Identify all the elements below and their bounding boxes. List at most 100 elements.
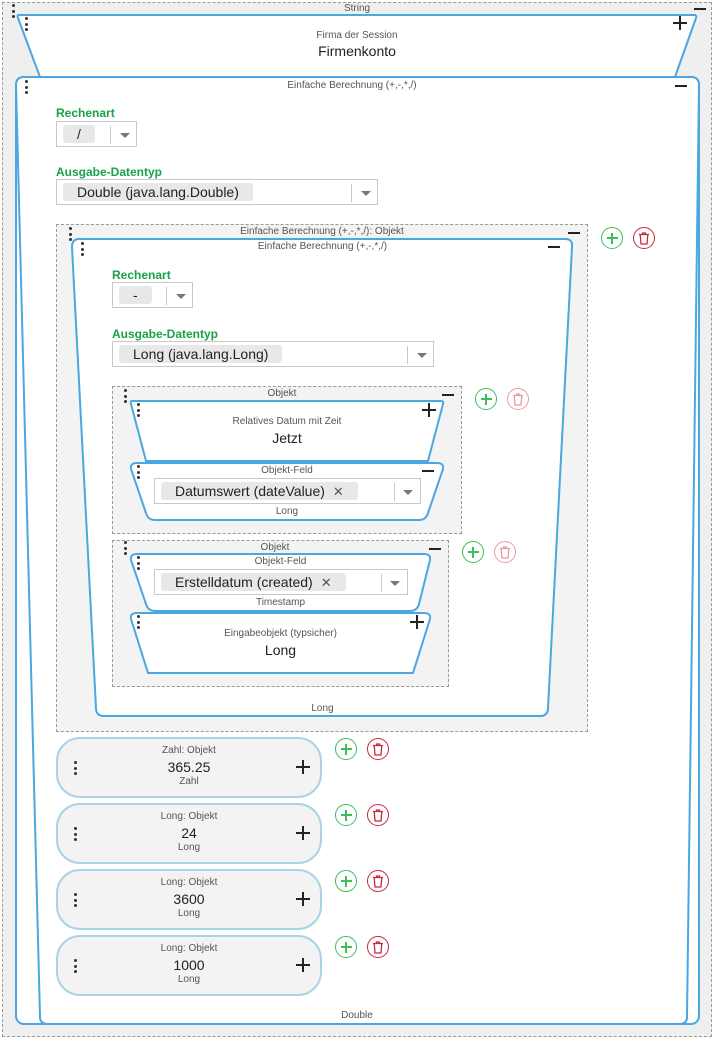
chevron-down-icon[interactable] <box>176 294 186 299</box>
delete-button[interactable] <box>367 870 389 892</box>
number-object-pill <box>56 737 322 798</box>
inner-datatype-value: Long (java.lang.Long) <box>119 345 283 363</box>
pill-type: Zahl <box>179 776 199 787</box>
inner-calc-label: Einfache Berechnung (+,-,*,/) <box>257 241 388 252</box>
add-circle-button[interactable] <box>335 738 357 760</box>
objekt-feld-2-type: Timestamp <box>255 597 306 608</box>
chevron-down-icon[interactable] <box>390 581 400 586</box>
calc-objekt-label: Einfache Berechnung (+,-,*,/): Objekt <box>240 226 404 237</box>
collapse-icon[interactable] <box>442 394 454 396</box>
drag-handle-icon[interactable] <box>136 403 140 417</box>
pill-type: Long <box>177 842 201 853</box>
objekt-feld-2-select[interactable]: Erstelldatum (created)✕ <box>154 569 408 595</box>
objekt-2-label: Objekt <box>260 542 290 553</box>
delete-button[interactable] <box>367 936 389 958</box>
chevron-down-icon[interactable] <box>403 490 413 495</box>
datatype-select[interactable]: Double (java.lang.Double) <box>56 179 378 205</box>
remove-icon[interactable]: ✕ <box>320 575 332 590</box>
number-object-pill <box>56 869 322 930</box>
trash-icon <box>373 874 383 888</box>
add-icon[interactable] <box>422 403 436 417</box>
add-icon[interactable] <box>673 16 687 30</box>
chevron-down-icon[interactable] <box>361 191 371 196</box>
add-circle-button[interactable] <box>335 804 357 826</box>
calc-label: Einfache Berechnung (+,-,*,/) <box>287 80 417 91</box>
remove-icon[interactable]: ✕ <box>332 484 344 499</box>
drag-handle-icon[interactable] <box>73 959 77 973</box>
inner-datatype-select[interactable]: Long (java.lang.Long) <box>112 341 434 367</box>
drag-handle-icon[interactable] <box>24 80 28 94</box>
collapse-icon[interactable] <box>422 470 434 472</box>
datatype-value: Double (java.lang.Double) <box>63 183 253 201</box>
pill-caption: Long: Objekt <box>160 811 218 822</box>
objekt-feld-1-type: Long <box>275 506 299 517</box>
add-icon[interactable] <box>410 615 424 629</box>
rechenart-label: Rechenart <box>56 106 115 120</box>
pill-caption: Long: Objekt <box>160 943 218 954</box>
drag-handle-icon[interactable] <box>73 893 77 907</box>
add-circle-button[interactable] <box>475 388 497 410</box>
delete-button[interactable] <box>367 804 389 826</box>
objekt-feld-2-label: Objekt-Feld <box>254 556 307 567</box>
pill-type: Long <box>177 974 201 985</box>
drag-handle-icon[interactable] <box>80 242 84 256</box>
objekt-feld-2-value: Erstelldatum (created)✕ <box>161 573 346 591</box>
add-icon[interactable] <box>296 760 310 774</box>
rechenart-value: / <box>63 125 95 143</box>
inner-rechenart-select[interactable]: - <box>112 282 193 308</box>
drag-handle-icon[interactable] <box>136 556 140 570</box>
objekt-feld-1-label: Objekt-Feld <box>261 465 313 476</box>
relative-date-caption: Relatives Datum mit Zeit <box>232 416 342 427</box>
drag-handle-icon[interactable] <box>73 827 77 841</box>
objekt-1-label: Objekt <box>267 388 297 399</box>
session-value: Firmenkonto <box>318 43 396 59</box>
objekt-feld-1-value: Datumswert (dateValue)✕ <box>161 482 358 500</box>
chevron-down-icon[interactable] <box>417 353 427 358</box>
datatype-label: Ausgabe-Datentyp <box>56 165 163 179</box>
add-icon[interactable] <box>296 892 310 906</box>
rechenart-select[interactable]: / <box>56 121 137 147</box>
relative-date-value: Jetzt <box>272 430 302 446</box>
collapse-icon[interactable] <box>429 548 441 550</box>
drag-handle-icon[interactable] <box>136 465 140 479</box>
add-circle-button[interactable] <box>335 870 357 892</box>
string-label: String <box>343 3 371 14</box>
chevron-down-icon[interactable] <box>120 133 130 138</box>
delete-button[interactable] <box>494 541 516 563</box>
calc-footer: Double <box>341 1010 373 1021</box>
objekt-feld-1-select[interactable]: Datumswert (dateValue)✕ <box>154 478 421 504</box>
add-circle-button[interactable] <box>601 227 623 249</box>
session-caption: Firma der Session <box>316 30 398 41</box>
delete-button[interactable] <box>367 738 389 760</box>
drag-handle-icon[interactable] <box>123 541 127 555</box>
drag-handle-icon[interactable] <box>68 227 72 241</box>
delete-button[interactable] <box>633 227 655 249</box>
add-circle-button[interactable] <box>335 936 357 958</box>
pill-value: 365.25 <box>167 759 211 775</box>
collapse-icon[interactable] <box>694 8 706 10</box>
pill-value: 24 <box>181 825 197 841</box>
pill-value: 3600 <box>173 891 205 907</box>
relative-date-block <box>129 400 445 462</box>
drag-handle-icon[interactable] <box>73 761 77 775</box>
trash-icon <box>373 742 383 756</box>
collapse-icon[interactable] <box>548 246 560 248</box>
add-circle-button[interactable] <box>462 541 484 563</box>
collapse-icon[interactable] <box>568 232 580 234</box>
drag-handle-icon[interactable] <box>11 4 15 18</box>
inner-rechenart-label: Rechenart <box>112 268 171 282</box>
add-icon[interactable] <box>296 826 310 840</box>
inner-datatype-label: Ausgabe-Datentyp <box>112 327 219 341</box>
number-object-pill <box>56 935 322 996</box>
eingabeobjekt-caption: Eingabeobjekt (typsicher) <box>224 628 337 639</box>
number-object-pill <box>56 803 322 864</box>
drag-handle-icon[interactable] <box>24 17 28 31</box>
drag-handle-icon[interactable] <box>136 615 140 629</box>
eingabeobjekt-block <box>129 612 432 674</box>
collapse-icon[interactable] <box>675 85 687 87</box>
add-icon[interactable] <box>296 958 310 972</box>
inner-rechenart-value: - <box>119 286 152 304</box>
pill-caption: Zahl: Objekt <box>162 745 216 756</box>
drag-handle-icon[interactable] <box>123 389 127 403</box>
delete-button[interactable] <box>507 388 529 410</box>
